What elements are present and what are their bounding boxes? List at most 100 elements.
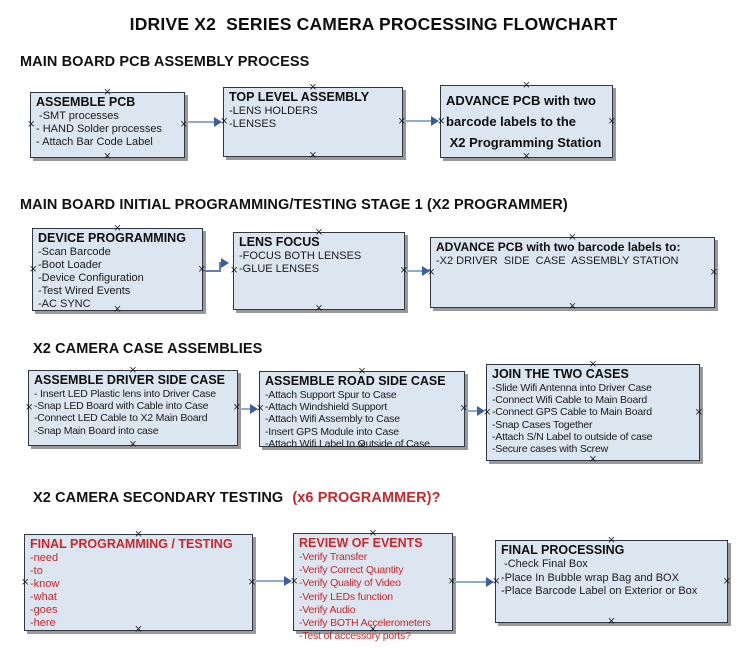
flow-arrow (466, 406, 485, 416)
arrow-head-icon (431, 116, 439, 126)
flow-arrow (406, 266, 430, 276)
box-items: -Check Final Box-Place In Bubble wrap Ba… (501, 558, 722, 599)
flow-arrow (239, 404, 258, 414)
box-item: -Slide Wifi Antenna into Driver Case (492, 382, 652, 394)
flow-box-advance-pcb-driver: ADVANCE PCB with two barcode labels to: … (427, 233, 718, 312)
connection-handle-icon: × (694, 406, 703, 418)
box-item: -Boot Loader (38, 259, 102, 271)
box-item: -here (30, 617, 56, 629)
box-item: -what (30, 591, 57, 603)
box-item: -LENS HOLDERS (229, 105, 318, 117)
box-items: - Insert LED Plastic lens into Driver Ca… (34, 388, 232, 437)
box-items: -LENS HOLDERS-LENSES (229, 105, 397, 131)
box-item: -to (30, 565, 43, 577)
flow-box-top-level-assembly: TOP LEVEL ASSEMBLY -LENS HOLDERS-LENSES … (220, 83, 406, 161)
connection-handle-icon: × (709, 266, 718, 278)
section-heading-initial-programming: MAIN BOARD INITIAL PROGRAMMING/TESTING S… (20, 197, 568, 213)
box-item: -Connect Wifi Cable to Main Board (492, 394, 648, 407)
box-items: -need-to-know-what-goes-here (30, 552, 247, 630)
box-item: -Snap LED Board with Cable into Case (34, 400, 209, 413)
box-item: -GLUE LENSES (239, 263, 320, 275)
box-item: -Attach Windshield Support (265, 401, 388, 414)
box-item: -Connect GPS Cable to Main Board (492, 406, 652, 419)
heading-black-text: X2 CAMERA SECONDARY TESTING (33, 490, 284, 506)
arrow-line (254, 580, 285, 582)
box-item: -Device Configuration (38, 272, 144, 284)
connection-handle-icon: × (722, 575, 731, 587)
flow-arrow (254, 576, 292, 586)
flow-box-assemble-driver-side: ASSEMBLE DRIVER SIDE CASE - Insert LED P… (25, 366, 241, 450)
connection-handle-icon: × (103, 151, 112, 162)
arrow-line (406, 270, 423, 272)
box-item: - Attach Bar Code Label (36, 136, 153, 148)
box-item: - HAND Solder processes (36, 123, 162, 135)
box-item: -Verify Transfer (299, 551, 367, 563)
box-title: ASSEMBLE ROAD SIDE CASE (265, 374, 446, 388)
box-item: -Snap Main Board into case (34, 424, 159, 437)
box-item: -SMT processes (36, 110, 119, 122)
heading-red-text: (x6 PROGRAMMER)? (292, 490, 441, 506)
arrow-line (404, 120, 432, 122)
flow-box-advance-pcb-station: ADVANCE PCB with two barcode labels to t… (437, 81, 616, 162)
box-item: -Verify BOTH Accelerometers (299, 617, 431, 630)
box-items: -X2 DRIVER SIDE CASE ASSEMBLY STATION (436, 255, 709, 268)
box-items: -Verify Transfer-Verify Correct Quantity… (299, 551, 447, 643)
connection-handle-icon: × (607, 115, 616, 127)
connection-handle-icon: × (25, 402, 34, 413)
box-item: -LENSES (229, 118, 277, 130)
box-title: JOIN THE TWO CASES (492, 367, 629, 381)
box-item: -Test Wired Events (38, 285, 131, 297)
box-item: -Insert GPS Module into Case (265, 425, 399, 438)
box-item: -Verify LEDs function (299, 590, 393, 603)
flow-arrow (454, 577, 494, 587)
flow-box-review-of-events: REVIEW OF EVENTS -Verify Transfer-Verify… (290, 529, 456, 643)
box-title: LENS FOCUS (239, 235, 320, 249)
connection-handle-icon: × (21, 576, 30, 588)
arrow-head-icon (250, 404, 258, 414)
arrow-head-icon (214, 117, 222, 127)
flow-box-device-programming: DEVICE PROGRAMMING -Scan Barcode-Boot Lo… (29, 224, 206, 315)
flow-box-assemble-road-side: ASSEMBLE ROAD SIDE CASE -Attach Support … (256, 367, 468, 451)
box-items: -SMT processes- HAND Solder processes- A… (36, 110, 179, 149)
box-item: -Verify Correct Quantity (299, 564, 404, 577)
box-title: ASSEMBLE DRIVER SIDE CASE (34, 373, 226, 387)
arrow-line (454, 581, 487, 583)
box-item: - Insert LED Plastic lens into Driver Ca… (34, 388, 216, 400)
box-title-line: X2 Programming Station (446, 135, 602, 150)
flow-arrow-elbow (204, 258, 236, 274)
box-items: -Scan Barcode-Boot Loader-Device Configu… (38, 246, 197, 311)
box-item: -Attach Wifi Assembly to Case (265, 413, 400, 426)
box-item: -Secure cases with Screw (492, 443, 608, 456)
box-item: -Verify Quality of Video (299, 577, 401, 590)
flow-arrow (186, 117, 222, 127)
arrow-line (204, 270, 221, 272)
box-item: -Check Final Box (501, 558, 588, 570)
connection-handle-icon: × (128, 439, 138, 450)
arrow-line (239, 408, 251, 410)
connection-handle-icon: × (27, 119, 36, 130)
connection-handle-icon: × (568, 301, 577, 312)
box-item: -X2 DRIVER SIDE CASE ASSEMBLY STATION (436, 255, 679, 267)
arrow-head-icon (221, 258, 229, 268)
box-item: -Verify Audio (299, 603, 356, 616)
box-item: -Snap Cases Together (492, 418, 593, 431)
box-item: -need (30, 552, 59, 564)
box-item: -know (30, 578, 60, 590)
box-item: -goes (30, 604, 58, 616)
arrow-line (186, 121, 215, 123)
box-title-line: barcode labels to the (446, 114, 577, 129)
connection-handle-icon: × (29, 263, 38, 275)
section-heading-secondary-testing: X2 CAMERA SECONDARY TESTING (x6 PROGRAMME… (33, 490, 441, 506)
box-item: -AC SYNC (38, 298, 91, 310)
box-item: -FOCUS BOTH LENSES (239, 250, 362, 262)
box-title: FINAL PROCESSING (501, 543, 625, 557)
page-title: IDRIVE X2 SERIES CAMERA PROCESSING FLOWC… (129, 14, 618, 34)
box-title: FINAL PROGRAMMING / TESTING (30, 537, 233, 551)
flow-box-final-processing: FINAL PROCESSING -Check Final Box-Place … (492, 536, 731, 627)
box-title: REVIEW OF EVENTS (299, 536, 423, 550)
section-heading-case-assemblies: X2 CAMERA CASE ASSEMBLIES (33, 341, 263, 357)
box-title-line: ADVANCE PCB with two (446, 93, 596, 108)
box-item: -Place Barcode Label on Exterior or Box (501, 585, 698, 597)
arrow-line (219, 262, 221, 272)
